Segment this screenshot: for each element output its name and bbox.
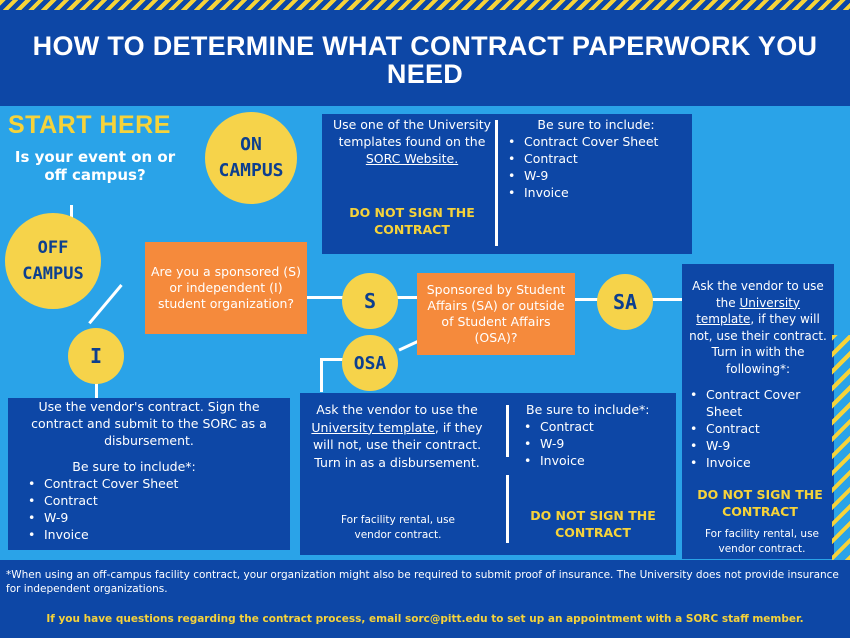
include-list: Contract W-9 Invoice (522, 418, 672, 469)
divider (506, 405, 509, 457)
include-label: Be sure to include*: (72, 459, 196, 474)
contact-note: If you have questions regarding the cont… (46, 613, 804, 625)
on-campus-lead: Use one of the University templates foun… (332, 117, 492, 149)
list-item: Contract (522, 418, 672, 435)
s-circle: S (342, 273, 398, 329)
osa-include: Be sure to include*: Contract W-9 Invoic… (522, 401, 672, 469)
include-label: Be sure to include*: (526, 402, 650, 417)
connector-line (305, 296, 345, 299)
list-item: W-9 (522, 435, 672, 452)
list-item: Contract (688, 420, 832, 437)
osa-warning: DO NOT SIGN THE CONTRACT (530, 508, 656, 540)
sa-facility-note: For facility rental, use vendor contract… (705, 528, 819, 555)
start-question: Is your event on or off campus? (14, 148, 176, 184)
osa-rest: , if they will not, use their contract. … (312, 419, 483, 470)
footnote: *When using an off-campus facility contr… (6, 569, 839, 595)
university-template-link[interactable]: University template (696, 295, 801, 327)
sorc-website-link[interactable]: SORC Website. (365, 151, 459, 166)
list-item: Invoice (26, 526, 286, 543)
include-list: Contract Cover Sheet Contract W-9 Invoic… (506, 133, 686, 201)
start-label: START HERE (8, 111, 171, 139)
list-item: W-9 (506, 167, 686, 184)
osa-box: Ask the vendor to use the University tem… (300, 393, 676, 555)
connector-line (395, 296, 420, 299)
include-label: Be sure to include: (537, 117, 655, 132)
list-item: Contract Cover Sheet (26, 475, 286, 492)
osa-circle: OSA (342, 335, 398, 391)
divider (495, 120, 498, 246)
sa-instructions: Ask the vendor to use the University tem… (686, 278, 830, 377)
osa-facility-note: For facility rental, use vendor contract… (341, 514, 455, 541)
edge-stripes (832, 335, 850, 560)
list-item: W-9 (688, 437, 832, 454)
list-item: Contract (506, 150, 686, 167)
on-campus-include: Be sure to include: Contract Cover Sheet… (506, 116, 686, 201)
independent-instructions: Use the vendor's contract. Sign the cont… (31, 399, 267, 448)
connector-line (320, 358, 350, 361)
sa-box: Ask the vendor to use the University tem… (682, 264, 834, 559)
list-item: Invoice (506, 184, 686, 201)
list-item: Contract Cover Sheet (688, 386, 832, 420)
sa-rest: , if they will not, use their contract. … (689, 312, 827, 376)
on-campus-box: Use one of the University templates foun… (322, 114, 692, 254)
header-stripes (0, 0, 850, 10)
footer-band (0, 560, 850, 638)
include-list: Contract Cover Sheet Contract W-9 Invoic… (688, 386, 832, 471)
page-title: HOW TO DETERMINE WHAT CONTRACT PAPERWORK… (32, 31, 818, 89)
off-campus-circle: OFF CAMPUS (5, 213, 101, 309)
i-circle: I (68, 328, 124, 384)
divider (506, 475, 509, 543)
list-item: Contract Cover Sheet (506, 133, 686, 150)
org-type-question: Are you a sponsored (S) or independent (… (145, 242, 307, 334)
list-item: W-9 (26, 509, 286, 526)
connector-line (88, 284, 123, 325)
osa-instructions: Ask the vendor to use the University tem… (306, 401, 488, 471)
list-item: Contract (26, 492, 286, 509)
list-item: Invoice (522, 452, 672, 469)
on-campus-warning: DO NOT SIGN THE CONTRACT (349, 205, 475, 237)
on-campus-instructions: Use one of the University templates foun… (330, 116, 494, 167)
header-banner: HOW TO DETERMINE WHAT CONTRACT PAPERWORK… (0, 0, 850, 106)
connector-line (575, 298, 600, 301)
connector-line (650, 298, 682, 301)
independent-box: Use the vendor's contract. Sign the cont… (8, 398, 290, 550)
sa-lead: Ask the vendor to use the (692, 279, 824, 310)
on-campus-circle: ON CAMPUS (205, 112, 297, 204)
osa-lead: Ask the vendor to use the (316, 402, 478, 417)
sa-question: Sponsored by Student Affairs (SA) or out… (417, 273, 575, 355)
include-list: Contract Cover Sheet Contract W-9 Invoic… (26, 475, 286, 543)
connector-line (95, 370, 98, 400)
university-template-link[interactable]: University template (311, 419, 435, 435)
connector-line (320, 358, 323, 392)
sa-warning: DO NOT SIGN THE CONTRACT (697, 487, 823, 519)
sa-circle: SA (597, 274, 653, 330)
list-item: Invoice (688, 454, 832, 471)
